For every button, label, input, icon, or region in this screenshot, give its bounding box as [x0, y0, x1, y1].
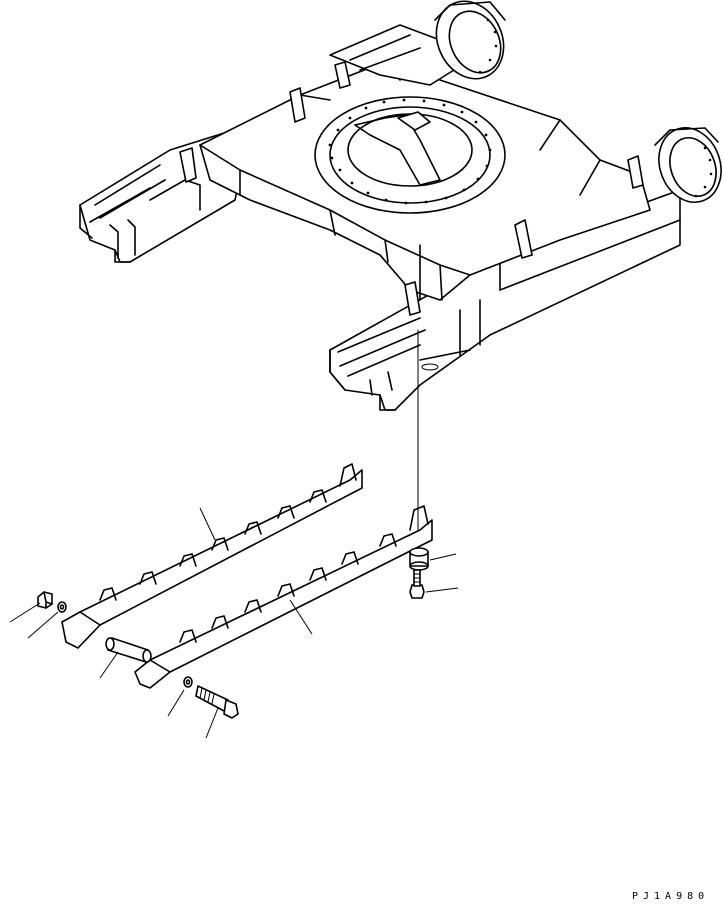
bolt-right-icon — [409, 569, 425, 599]
washer-icon — [57, 601, 67, 613]
track-guard-lower-icon — [134, 505, 433, 689]
leader-lines — [9, 507, 459, 739]
drawing-code-label: PJ1A980 — [632, 891, 710, 902]
track-frame-icon — [79, 0, 722, 411]
pin-icon — [105, 637, 152, 663]
nut-icon — [37, 591, 53, 609]
washer-lower-icon — [183, 676, 193, 688]
rear-drum-icon — [434, 0, 506, 80]
bolt-icon — [195, 685, 239, 719]
track-guard-upper-icon — [61, 463, 363, 649]
front-drum-icon — [654, 127, 722, 203]
spacer-icon — [409, 547, 429, 571]
swing-ring-bolt-holes — [328, 98, 492, 205]
